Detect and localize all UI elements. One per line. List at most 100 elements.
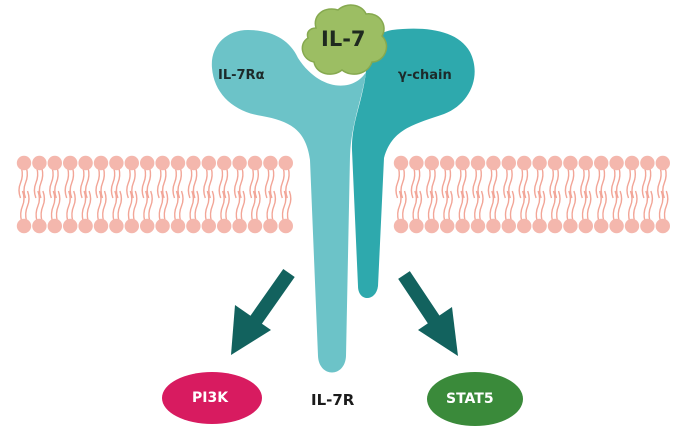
lipid-tail <box>395 167 405 199</box>
lipid-head <box>594 218 609 234</box>
lipid-head <box>140 218 155 234</box>
lipid-tail <box>281 190 292 222</box>
il7r-label: IL-7R <box>311 391 355 409</box>
lipid-head <box>170 218 186 234</box>
lipid-head <box>609 155 624 171</box>
il7r-alpha-label: IL-7Rα <box>218 68 265 83</box>
lipid-head <box>424 218 439 234</box>
lipid-head <box>155 155 170 171</box>
lipid-tail <box>504 190 515 222</box>
lipid-head <box>47 218 62 234</box>
lipid-tail <box>251 190 261 222</box>
lipid-head <box>78 218 93 234</box>
lipid-head <box>486 218 501 234</box>
lipid-head <box>563 155 578 171</box>
lipid-tail <box>174 190 184 222</box>
lipid-tail <box>280 167 290 199</box>
lipid-head <box>186 155 201 171</box>
lipid-head <box>32 155 47 171</box>
lipid-tail <box>35 190 46 222</box>
lipid-head <box>124 155 139 171</box>
lipid-tail <box>33 167 44 199</box>
lipid-head <box>393 155 409 171</box>
lipid-head <box>455 218 470 234</box>
lipid-tail <box>580 167 590 199</box>
stat5-label: STAT5 <box>446 391 494 407</box>
lipid-tail <box>489 190 500 222</box>
lipid-tail <box>551 190 561 222</box>
lipid-head <box>93 155 109 171</box>
lipid-head <box>16 218 32 234</box>
lipid-tail <box>112 190 123 222</box>
lipid-head <box>232 155 247 171</box>
lipid-head <box>470 218 486 234</box>
membrane-right <box>393 155 670 234</box>
lipid-tail <box>97 190 107 222</box>
gamma-chain-label: γ-chain <box>398 68 452 83</box>
lipid-tail <box>235 190 246 222</box>
lipid-tail <box>412 190 423 222</box>
lipid-tail <box>141 167 152 199</box>
lipid-tail <box>533 167 544 199</box>
lipid-head <box>201 218 216 234</box>
lipid-tail <box>156 167 167 199</box>
lipid-tails-right <box>395 167 669 222</box>
lipid-head <box>609 218 624 234</box>
lipid-head <box>578 218 593 234</box>
il7-label: IL-7 <box>321 27 366 51</box>
lipid-tail <box>18 167 28 199</box>
lipid-tail <box>566 190 577 222</box>
lipid-tail <box>564 167 575 199</box>
lipid-tail <box>612 190 623 222</box>
lipid-tail <box>581 190 592 222</box>
lipid-head <box>170 155 186 171</box>
lipid-head <box>532 218 547 234</box>
lipid-head <box>47 155 62 171</box>
lipid-tail <box>397 190 407 222</box>
lipid-head <box>655 218 670 234</box>
lipid-tail <box>218 167 229 199</box>
lipid-tail <box>64 167 75 199</box>
lipid-tail <box>520 190 530 222</box>
lipid-tail <box>158 190 169 222</box>
lipid-tail <box>643 190 654 222</box>
arrow-to-stat5 <box>398 271 458 356</box>
lipid-head <box>263 218 278 234</box>
lipid-tail <box>410 167 421 199</box>
pi3k-label: PI3K <box>192 390 229 406</box>
lipid-head <box>640 155 655 171</box>
lipid-head <box>424 155 439 171</box>
lipid-tail <box>487 167 498 199</box>
lipid-head <box>278 218 293 234</box>
lipid-tail <box>95 167 105 199</box>
lipid-tail <box>20 190 30 222</box>
lipid-tail <box>427 190 438 222</box>
lipid-tail <box>595 167 606 199</box>
lipid-tail <box>626 167 636 199</box>
lipid-tail <box>518 167 529 199</box>
lipid-tail <box>126 167 136 199</box>
lipid-tail <box>49 167 59 199</box>
lipid-tail <box>628 190 638 222</box>
lipid-head <box>140 155 155 171</box>
lipid-head <box>578 155 593 171</box>
lipid-head <box>393 218 409 234</box>
lipid-head <box>232 218 247 234</box>
gamma-chain-receptor <box>351 28 475 298</box>
lipid-head <box>655 155 670 171</box>
lipid-tail <box>249 167 259 199</box>
lipid-head <box>409 155 424 171</box>
lipid-tail <box>597 190 607 222</box>
lipid-tail <box>458 190 469 222</box>
lipid-head <box>78 155 93 171</box>
lipid-head <box>186 218 201 234</box>
il7r-alpha-receptor <box>211 30 366 373</box>
lipid-tail <box>443 190 453 222</box>
lipid-tail <box>110 167 121 199</box>
lipid-head <box>109 155 124 171</box>
lipid-head <box>409 218 424 234</box>
lipid-head <box>486 155 501 171</box>
lipid-tail <box>220 190 230 222</box>
lipid-tail <box>233 167 244 199</box>
